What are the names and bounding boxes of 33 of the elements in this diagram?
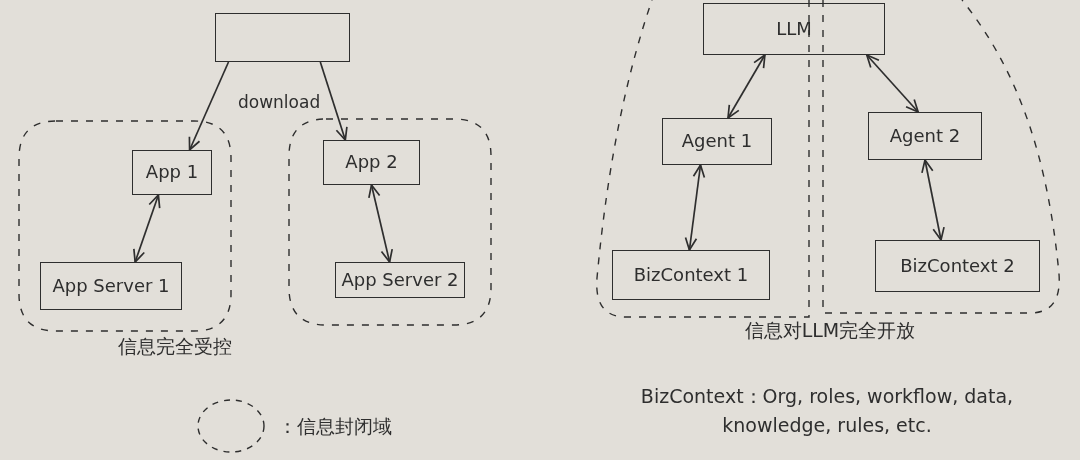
- process-box: [868, 112, 982, 160]
- arrow: [188, 61, 230, 151]
- node-text: LLM: [776, 17, 812, 41]
- empty-box: [215, 13, 350, 62]
- process-box: [323, 140, 420, 185]
- note-text: 信息对LLM完全开放: [743, 318, 917, 343]
- node-text: App Server 1: [52, 274, 170, 298]
- process-box: [612, 250, 770, 300]
- node-text: App 1: [145, 161, 199, 184]
- double-arrow: [133, 194, 161, 263]
- double-arrow: [865, 54, 919, 113]
- dashed-region: [288, 118, 492, 326]
- double-arrow: [921, 159, 945, 241]
- legend-text: ：信息封闭域: [278, 413, 392, 439]
- node-text: Agent 1: [681, 130, 753, 153]
- node-text: BizContext 2: [900, 254, 1015, 278]
- node-text: BizContext 1: [633, 263, 749, 287]
- note-text: 信息完全受控: [117, 334, 233, 359]
- node-text: App Server 2: [341, 268, 459, 292]
- process-box: [132, 150, 212, 195]
- arrow: [319, 61, 348, 141]
- process-box: [40, 262, 182, 310]
- double-arrow: [684, 164, 706, 251]
- process-box: [335, 262, 465, 298]
- note-text: BizContext：Org, roles, workflow, data, knowledge, rules, etc.: [639, 384, 1015, 438]
- process-box: [875, 240, 1040, 292]
- process-box: [703, 3, 885, 55]
- dashed-region: [18, 120, 232, 332]
- double-arrow: [368, 184, 394, 263]
- node-text: App 2: [345, 151, 398, 174]
- node-text: Agent 2: [889, 124, 961, 148]
- double-arrow: [727, 54, 766, 119]
- process-box: [662, 118, 772, 165]
